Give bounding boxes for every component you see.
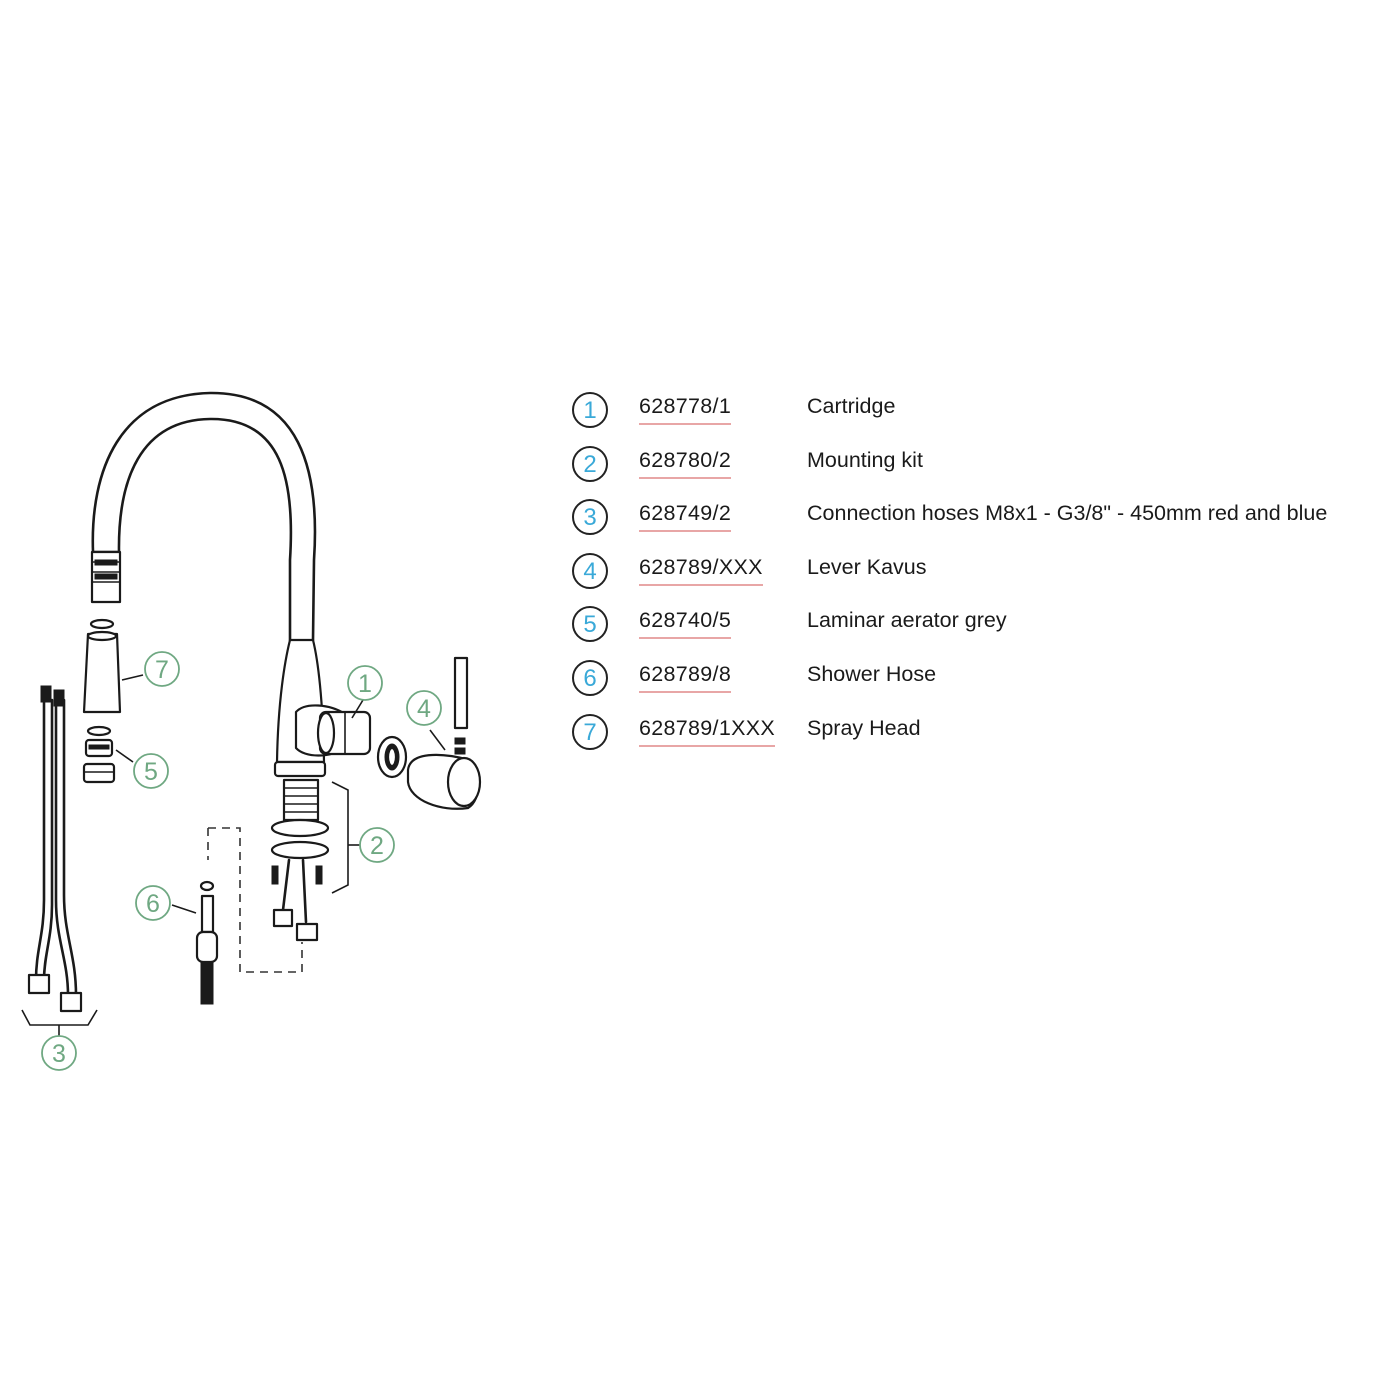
spray-head <box>82 618 144 714</box>
part-number-badge: 5 <box>572 606 608 643</box>
part-description: Spray Head <box>807 715 921 740</box>
part-description: Laminar aerator grey <box>807 608 1007 633</box>
callout-6: 6 <box>135 885 171 921</box>
svg-text:3: 3 <box>52 1040 66 1068</box>
cartridge-nut <box>376 735 408 779</box>
part-number-badge: 1 <box>572 392 608 428</box>
callout-1: 1 <box>347 665 383 701</box>
svg-text:4: 4 <box>417 695 431 723</box>
parts-list-row: 6 628789/8 Shower Hose <box>572 658 1392 712</box>
svg-text:5: 5 <box>144 758 158 786</box>
part-number-badge: 7 <box>572 713 608 750</box>
svg-text:1: 1 <box>358 670 372 698</box>
parts-list-row: 7 628789/1XXX Spray Head <box>572 712 1392 766</box>
part-code: 628789/8 <box>639 662 732 693</box>
aerator-parts <box>82 725 134 784</box>
part-number-badge: 6 <box>572 659 608 696</box>
part-code: 628778/1 <box>639 394 732 425</box>
parts-list-row: 4 628789/XXX Lever Kavus <box>572 551 1392 605</box>
shower-hose-location <box>207 827 303 973</box>
part-number-badge: 2 <box>572 445 608 482</box>
faucet-spout <box>91 391 317 642</box>
svg-text:7: 7 <box>155 656 169 684</box>
part-code: 628740/5 <box>639 608 732 640</box>
connection-hoses <box>21 685 98 1040</box>
callout-4: 4 <box>406 690 442 726</box>
part-description: Connection hoses M8x1 - G3/8" - 450mm re… <box>807 501 1328 526</box>
faucet-body <box>273 638 347 778</box>
mounting-kit <box>270 778 360 942</box>
part-description: Shower Hose <box>807 661 937 686</box>
parts-list-row: 3 628749/2 Connection hoses M8x1 - G3/8"… <box>572 497 1392 551</box>
spout-nozzle <box>90 550 122 604</box>
parts-list-row: 2 628780/2 Mounting kit <box>572 444 1392 498</box>
callout-3: 3 <box>41 1035 77 1071</box>
shower-hose <box>171 880 219 1005</box>
cartridge <box>316 699 372 756</box>
parts-list-row: 5 628740/5 Laminar aerator grey <box>572 604 1392 658</box>
parts-list-row: 1 628778/1 Cartridge <box>572 390 1392 444</box>
parts-list: 1 628778/1 Cartridge 2 628780/2 Mounting… <box>572 390 1392 765</box>
callout-7: 7 <box>144 651 180 687</box>
part-code: 628749/2 <box>639 501 732 533</box>
callout-2: 2 <box>359 827 395 863</box>
part-code: 628789/1XXX <box>639 716 775 747</box>
part-description: Mounting kit <box>807 447 923 472</box>
part-code: 628780/2 <box>639 448 732 479</box>
lever-handle <box>406 656 482 810</box>
part-number-badge: 3 <box>572 499 608 536</box>
svg-text:6: 6 <box>146 890 160 918</box>
part-code: 628789/XXX <box>639 555 763 586</box>
part-description: Lever Kavus <box>807 554 927 579</box>
part-description: Cartridge <box>807 394 896 418</box>
callout-5: 5 <box>133 753 169 789</box>
svg-text:2: 2 <box>370 832 384 860</box>
part-number-badge: 4 <box>572 552 608 589</box>
